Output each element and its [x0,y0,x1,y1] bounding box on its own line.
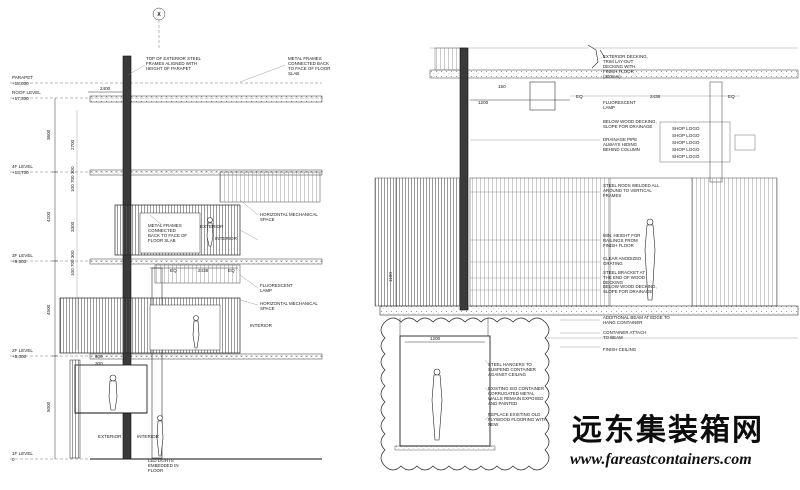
level-name: ROOF LEVEL [12,90,41,95]
note-exterior-decking: EXTERIOR DECKING, TRIM LAY-OUT DECKING W… [603,54,648,79]
dim-label: 2438 [198,268,209,273]
watermark-url: www.fareastcontainers.com [570,451,752,468]
dim-label: 3600 [46,129,51,140]
dim-label: EQ [228,268,235,273]
level-labels: PARAPET +18,000 ROOF LEVEL +17,300 4F LE… [12,75,41,462]
dim-label: 4200 [46,211,51,222]
svg-text:X: X [157,12,161,18]
human-figure [431,368,443,441]
railing-panel [469,177,611,307]
dim-label: 100 700 300 [70,250,75,276]
note-min-height: MIN. HEIGHT FOR RAILINGS FROM FINISH FLO… [603,233,640,248]
human-figure [108,374,118,411]
note-leaders [470,139,600,348]
note-clear-anodized: CLEAR ANODIZED GRATING [603,256,641,266]
shop-sign [659,121,731,163]
note-fluorescent: FLUORESCENT LAMP [603,100,636,110]
shop-logo: SHOP LOGO [672,154,700,159]
floor-slab [89,258,323,265]
right-section: 150 1200 2438 EQ EQ SHOP LOGO SHOP LOGO … [374,44,799,471]
iso-container [399,335,491,447]
dim-label: 600 [95,354,103,359]
dim-label: 300 [95,361,103,366]
railing-panel [691,177,778,307]
steel-column [122,55,132,460]
watermark-chinese: 远东集装箱网 [572,413,764,448]
note-steel-hangers: STEEL HANGERS TO SUSPEND CONTAINER AGAIN… [488,362,536,377]
note-fluorescent: FLUORESCENT LAMP [260,283,293,293]
note-additional-beam: ADDITIONAL BEAM AT EDGE TO HANG CONTAINE… [603,315,670,325]
floor-slab [89,353,323,360]
mechanical-space [219,171,321,203]
dim-label: 1200 [478,100,489,105]
left-section: X PARAPET +18,000 ROOF LEVEL +17,300 4F … [10,7,330,473]
note-metal-frames-mid: METAL FRAMES CONNECTED BACK TO FACE OF F… [148,223,187,243]
note-top-exterior: TOP OF EXTERIOR STEEL FRAMES ALIGNED WIT… [146,56,201,71]
shop-logo: SHOP LOGO [672,133,700,138]
dim-label: EQ [728,94,735,99]
label-exterior: EXTERIOR [200,224,224,229]
human-figure [587,44,606,69]
note-existing-iso: EXISTING ISO CONTAINER CORRUGATED METAL … [488,386,544,406]
dim-label: 1100 [388,272,393,282]
level-value: 0 [12,457,15,462]
level-name: PARAPET [12,75,33,80]
mechanical-space [154,264,241,284]
steel-column [459,47,469,311]
shop-logo: SHOP LOGO [672,140,700,145]
human-figure [644,218,656,301]
dim-label: EQ [170,268,177,273]
level-name: 2F LEVEL [12,348,33,353]
level-value: +13,700 [12,170,29,175]
dim-label: 1200 [430,336,441,341]
label-interior: INTERIOR [215,236,238,241]
level-name: 3F LEVEL [12,253,33,258]
note-mech-space-1: HORIZONTAL MECHANICAL SPACE [260,212,318,222]
dim-label: 150 [498,84,506,89]
note-mech-space-2: HORIZONTAL MECHANICAL SPACE [260,301,318,311]
label-interior: INTERIOR [137,434,160,439]
label-exterior: EXTERIOR [98,434,122,439]
shop-logo: SHOP LOGO [672,147,700,152]
level-name: 1F LEVEL [12,451,33,456]
level-value: +5,000 [12,354,27,359]
top-slab [429,69,799,79]
level-value: +9,500 [12,259,27,264]
note-below-wood-1: BELOW WOOD DECKING, SLOPE FOR DRAINAGE [603,119,657,129]
note-leaders [484,359,491,421]
deck-slab [379,305,799,316]
note-leaders [127,64,286,306]
level-value: +17,300 [12,96,29,101]
railing-panel [374,177,461,307]
human-figure [156,415,164,457]
dim-label: 3300 [70,221,75,232]
dim-label: 4500 [46,304,51,315]
note-replace-existing: REPLACE EXISTING OLD PLYWOOD FLOORING WI… [488,412,547,427]
note-below-wood-2: BELOW WOOD DECKING, SLOPE FOR DRAINAGE [603,284,657,294]
roof-slab [89,95,323,103]
level-name: 4F LEVEL [12,164,33,169]
note-container: CONTAINER ATTACH TO BEAM [603,330,646,340]
dim-label: EQ [576,94,583,99]
note-led-lights: LED LIGHTS EMBEDDED IN FLOOR [148,458,179,473]
dim-label: 2700 [70,139,75,150]
dim-label: 2400 [100,86,111,91]
note-steel-rods: STEEL RODS WELDED ALL AROUND TO VERTICAL… [603,183,659,198]
dim-label: 2438 [650,94,661,99]
note-steel-bracket: STEEL BRACKET AT THE END OF WOOD DECKING [603,270,645,284]
human-figure [192,315,200,349]
note-drainage-pipe: DRAINAGE PIPE ALWAYS HIDING BEHIND COLUM… [603,137,640,152]
floor-slab [89,169,323,176]
level-value: +18,000 [12,81,29,86]
dim-label: 100 700 300 [70,166,75,192]
watermark: 远东集装箱网 www.fareastcontainers.com [570,413,764,468]
grid-marker: X [152,7,166,48]
note-finish-ceiling: FINISH CEILING [603,347,636,352]
dim-label: 5000 [46,401,51,412]
note-metal-frames-top: METAL FRAMES CONNECTED BACK TO FACE OF F… [288,56,330,76]
human-figure [206,217,214,247]
shop-logo: SHOP LOGO [672,126,700,131]
label-interior: INTERIOR [250,323,273,328]
